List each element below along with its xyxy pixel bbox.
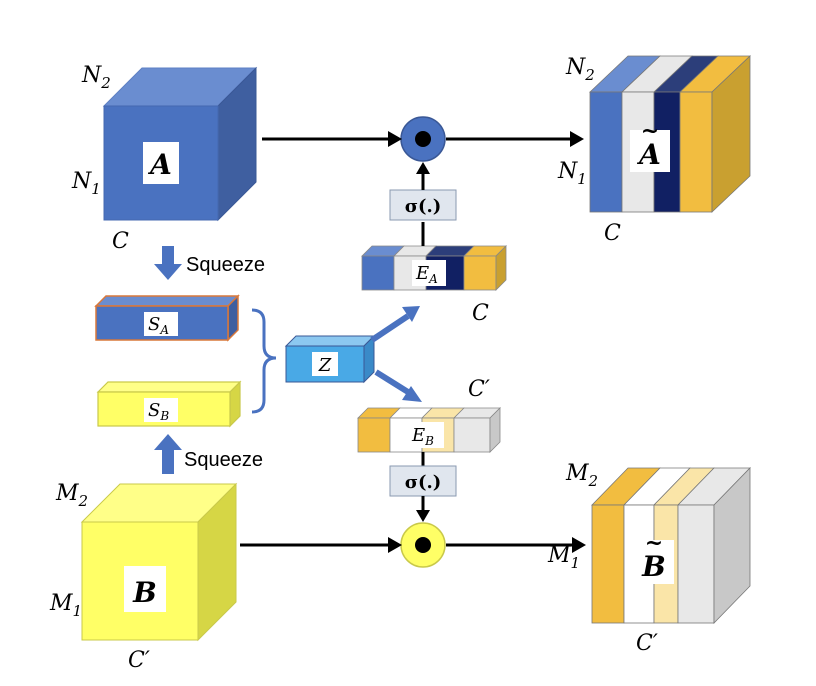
eb-label: EB (411, 425, 434, 448)
label-m1-b-tilde: M1 (547, 543, 580, 572)
squeeze-arrow-bottom (154, 434, 182, 474)
label-m2-b-tilde: M2 (565, 461, 598, 490)
label-m1-left: M1 (49, 591, 82, 620)
label-cprime-b-tilde: C′ (636, 631, 658, 656)
label-n1-left: N1 (71, 169, 101, 198)
ea-bar: EA (361, 245, 507, 291)
cube-a-tilde: A ~ (588, 55, 752, 213)
label-n2-top: N2 (81, 63, 111, 92)
z-to-ea-arrow (370, 306, 420, 343)
z-to-eb-arrow (374, 369, 422, 402)
cube-b-tilde: B ~ (591, 467, 751, 624)
z-label: Z (318, 355, 332, 376)
sigma-label-bottom: σ(.) (405, 472, 442, 493)
multiply-node-b (400, 522, 446, 568)
label-c-ea: C (472, 301, 489, 326)
sigma-box-bottom: σ(.) (389, 465, 457, 497)
ea-label: EA (415, 263, 438, 286)
label-m2-left: M2 (55, 481, 88, 510)
squeeze-label-bottom: Squeeze (184, 449, 263, 471)
label-n1-a-tilde: N1 (557, 159, 587, 188)
b-tilde-mark: ~ (645, 530, 663, 556)
cube-b-label: B (132, 576, 157, 609)
cube-b: B (80, 482, 238, 642)
a-tilde-label: A (636, 138, 661, 171)
label-cprime-eb: C′ (468, 377, 490, 402)
sigma-to-mult-b-arrow (416, 496, 430, 522)
multiply-node-a (400, 116, 446, 162)
label-n2-a-tilde: N2 (565, 55, 595, 84)
mult-to-a-tilde-arrow (446, 131, 584, 147)
mult-to-b-tilde-arrow (446, 537, 586, 553)
squeeze-arrow-top (154, 246, 182, 280)
cube-a-label: A (147, 148, 172, 181)
b-to-mult-arrow (240, 537, 402, 553)
concat-bracket (251, 308, 277, 414)
sigma-box-top: σ(.) (389, 189, 457, 221)
b-tilde-label: B (641, 550, 666, 583)
squeeze-label-top: Squeeze (186, 254, 265, 276)
sb-label: SB (148, 400, 169, 423)
label-cprime-cube-b: C′ (128, 648, 150, 673)
sa-bar: SA (94, 294, 240, 342)
sigma-to-mult-a-arrow (416, 162, 430, 190)
sb-bar: SB (96, 380, 242, 428)
sigma-label-top: σ(.) (405, 196, 442, 217)
label-c-cube-a: C (112, 229, 129, 254)
a-tilde-mark: ~ (641, 118, 659, 144)
sa-label: SA (148, 314, 169, 337)
cube-a: A (102, 66, 258, 222)
eb-bar: EB (357, 407, 501, 453)
z-block: Z (284, 334, 376, 384)
label-c-a-tilde: C (604, 221, 621, 246)
a-to-mult-arrow (262, 131, 402, 147)
